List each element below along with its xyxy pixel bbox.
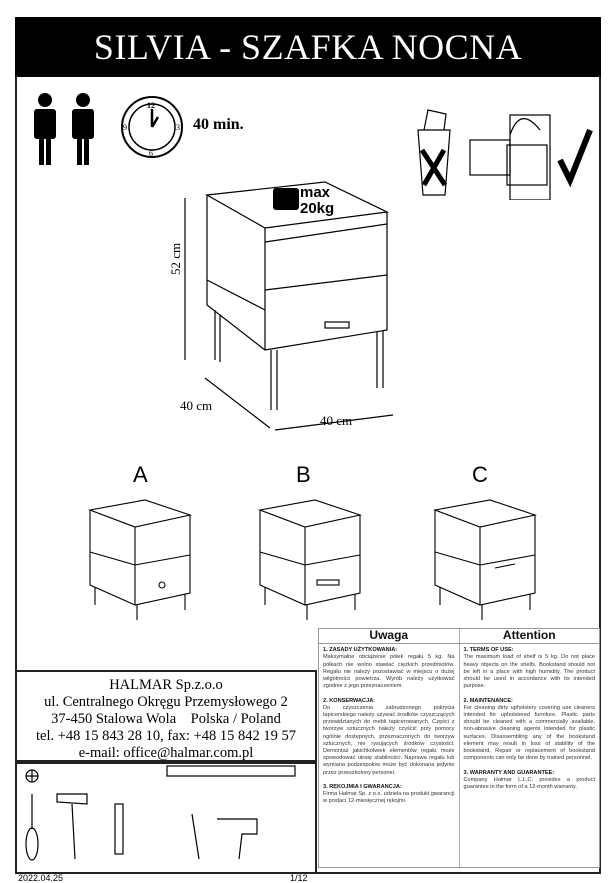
company-address: ul. Centralnego Okręgu Przemysłowego 2 (44, 694, 288, 710)
section-text: For cleaning dirty upholstery covering u… (463, 704, 596, 762)
assembly-time: 40 min. (193, 116, 244, 133)
handle-variants-drawing (87, 499, 536, 621)
section-title: 3. WARRANTY AND GUARANTEE: (463, 769, 555, 776)
height-dimension: 52 cm (168, 242, 183, 275)
svg-text:3: 3 (176, 123, 180, 132)
variant-label-a: A (133, 462, 148, 487)
company-city: 37-450 Stalowa Wola Polska / Poland (51, 711, 281, 727)
variant-label-b: B (296, 462, 311, 487)
depth-dimension: 40 cm (180, 398, 213, 413)
cabinet-dimension-drawing (184, 181, 394, 431)
company-contact-box: HALMAR Sp.z.o.o ul. Centralnego Okręgu P… (15, 670, 317, 762)
required-tools-box (15, 762, 317, 874)
section-title: 3. RĘKOJMIA I GWARANCJA: (323, 784, 402, 791)
variant-label-c: C (472, 462, 488, 487)
notes-heading-pl: Uwaga (319, 629, 459, 645)
section-title: 2. KONSERWACJA: (323, 697, 376, 704)
page-title: SILVIA - SZAFKA NOCNA (15, 17, 601, 77)
two-persons-icon (34, 93, 94, 165)
footer-page-number: 1/12 (290, 873, 308, 883)
width-dimension: 40 cm (320, 413, 353, 428)
section-title: 1. TERMS OF USE: (463, 647, 514, 654)
company-email: e-mail: office@halmar.com.pl (78, 745, 254, 761)
notes-english: Attention 1. TERMS OF USE:The maximum lo… (459, 629, 599, 867)
section-title: 2. MAINTENANCE: (463, 697, 513, 704)
section-text: Firma Halmar Sp. z o.o. udziela na produ… (323, 791, 455, 805)
company-phone: tel. +48 15 843 28 10, fax: +48 15 842 1… (35, 728, 297, 744)
section-text: Do czyszczenia zabrudzonego pokrycia tap… (323, 704, 455, 776)
section-text: Maksymalne obciążenie półek regału 5 kg.… (323, 654, 455, 690)
usage-notes-table: Uwaga 1. ZASADY UŻYTKOWANIA:Maksymalne o… (318, 628, 600, 868)
svg-text:12: 12 (147, 101, 155, 110)
svg-text:6: 6 (149, 149, 153, 158)
section-title: 1. ZASADY UŻYTKOWANIA: (323, 647, 398, 654)
packaging-disposal-icon (417, 109, 593, 200)
clock-icon: 12 3 6 9 (121, 96, 183, 158)
notes-heading-en: Attention (459, 629, 599, 645)
tools-icons (25, 765, 296, 861)
section-text: The maximum load of shelf is 5 kg. Do no… (463, 654, 596, 690)
footer-date: 2022.04.25 (18, 873, 64, 883)
company-name: HALMAR Sp.z.o.o (109, 677, 223, 693)
section-text: Company Halmar L.L.C. provides a product… (463, 776, 596, 791)
svg-text:9: 9 (123, 123, 127, 132)
notes-polish: Uwaga 1. ZASADY UŻYTKOWANIA:Maksymalne o… (319, 629, 460, 867)
